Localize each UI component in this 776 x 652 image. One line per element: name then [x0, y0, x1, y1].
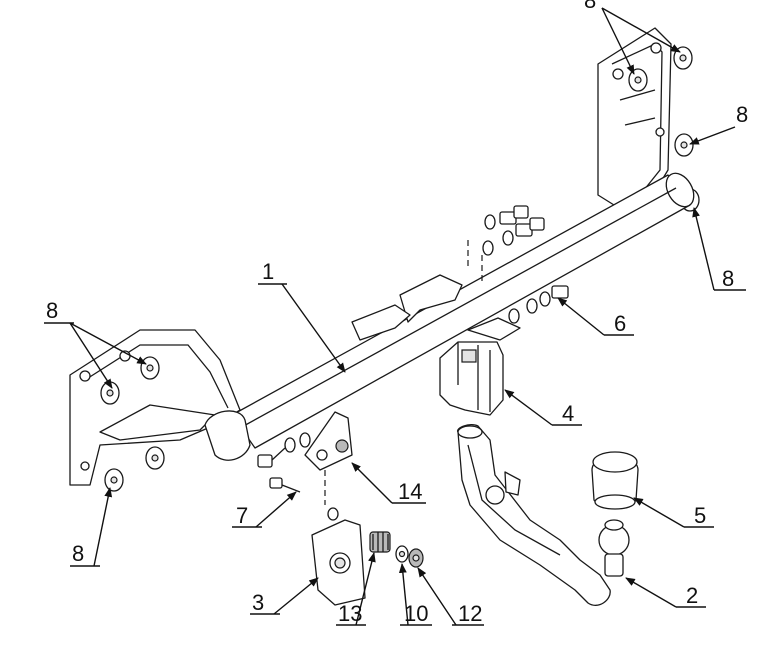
ball-cap: [591, 451, 639, 510]
washer-top-right-b-icon: [673, 46, 693, 70]
upper-bolt-group: [467, 205, 545, 285]
pin-icon: [269, 477, 301, 493]
callout-6-bolts: 6: [614, 311, 626, 336]
bolt-a-icon: [484, 205, 529, 230]
callout-5-cap: 5: [694, 503, 706, 528]
callout-14-bracket: 14: [398, 479, 422, 504]
bolt-c-icon: [508, 285, 569, 324]
washer-icon: [395, 545, 409, 563]
mounting-plate: [311, 507, 366, 606]
nut-icon: [408, 548, 424, 568]
bolt-b-icon: [482, 217, 545, 256]
washer-left-d-icon: [104, 468, 124, 492]
spring-icon: [369, 531, 391, 553]
callout-7-pin: 7: [236, 503, 248, 528]
callout-8-right-upper: 8: [736, 102, 748, 127]
callout-2-hook: 2: [686, 583, 698, 608]
front-bolt-icon: [257, 432, 311, 468]
washer-right-mid-icon: [674, 133, 694, 157]
callout-10-washer: 10: [404, 601, 428, 626]
callout-4-module: 4: [562, 401, 574, 426]
washer-left-a-icon: [140, 356, 160, 380]
callout-8-right-lower: 8: [722, 266, 734, 291]
callout-8-left-lower: 8: [72, 541, 84, 566]
callout-labels: 8 8 8 8 8 1 6 4 5 2 14 7 3 13 10 12: [46, 0, 748, 626]
callout-8-top-right: 8: [584, 0, 596, 13]
callout-1-beam: 1: [262, 259, 274, 284]
tow-hook: [457, 424, 630, 606]
left-mounting-bracket: [69, 329, 251, 486]
washer-left-c-icon: [145, 446, 165, 470]
front-bolts: [257, 432, 311, 493]
electrical-module: [439, 341, 504, 416]
callout-8-left-upper: 8: [46, 298, 58, 323]
callout-12-nut: 12: [458, 601, 482, 626]
socket-bracket: [304, 411, 353, 505]
lower-bolt-group: [508, 285, 569, 324]
callout-3-plate: 3: [252, 590, 264, 615]
callout-13-spring: 13: [338, 601, 362, 626]
washer-top-right-a-icon: [628, 68, 648, 92]
main-crossbeam: [231, 172, 695, 449]
callout-leaders: [44, 7, 746, 626]
